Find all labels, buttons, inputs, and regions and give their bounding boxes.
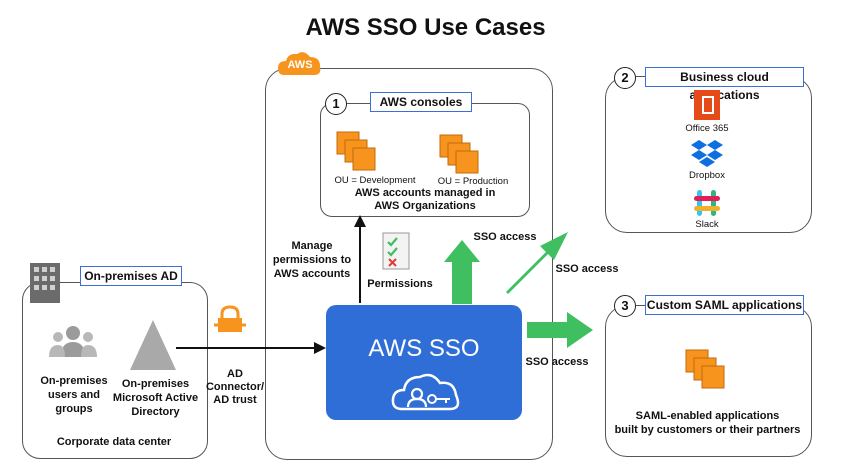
- ad-connector-icon: [214, 305, 246, 332]
- users-groups-icon: [49, 326, 97, 357]
- accounts-line2: AWS Organizations: [374, 200, 476, 212]
- onprem-box: [22, 282, 208, 459]
- onprem-ad-line1: On-premises: [121, 378, 190, 390]
- aws-consoles-number: 1: [325, 93, 347, 115]
- onprem-footer: Corporate data center: [56, 436, 172, 448]
- onprem-users-line3: groups: [55, 403, 93, 415]
- onprem-users-line1: On-premises: [40, 375, 108, 387]
- manage-line3: AWS accounts: [273, 268, 351, 280]
- sso-cloud-key-icon: [391, 373, 460, 411]
- saml-apps-label: Custom SAML applications: [645, 295, 804, 315]
- sso-access-label-2: SSO access: [555, 263, 619, 275]
- connector-line1: AD: [227, 368, 243, 380]
- business-apps-number: 2: [614, 67, 636, 89]
- ou-development-icon: [336, 131, 376, 171]
- ou-development-label: OU = Development: [334, 175, 416, 186]
- sso-up-arrow: [444, 240, 480, 304]
- saml-desc-line2: built by customers or their partners: [614, 424, 801, 436]
- ou-production-icon: [439, 134, 479, 174]
- building-icon: [30, 263, 60, 303]
- onprem-users-line2: users and: [48, 389, 100, 401]
- saml-apps-number: 3: [614, 295, 636, 317]
- sso-access-label-3: SSO access: [525, 356, 589, 368]
- aws-sso-box: AWS SSO: [326, 305, 522, 420]
- manage-arrow: [354, 215, 366, 303]
- aws-cloud-icon: [278, 52, 321, 75]
- page-title: AWS SSO Use Cases: [305, 14, 546, 41]
- ad-connector-arrow: [176, 342, 326, 354]
- sso-right-arrow: [527, 312, 593, 348]
- onprem-ad-line2: Microsoft Active: [112, 392, 199, 404]
- onprem-ad-label: On-premises AD: [80, 266, 182, 286]
- active-directory-icon: [130, 320, 176, 370]
- ou-production-label: OU = Production: [437, 176, 509, 187]
- sso-diagonal-arrow: [506, 232, 568, 294]
- saml-desc-line1: SAML-enabled applications: [635, 410, 780, 422]
- permissions-label: Permissions: [367, 278, 433, 290]
- connector-line3: AD trust: [213, 394, 257, 406]
- office365-icon: [694, 90, 720, 120]
- manage-line1: Manage: [291, 240, 333, 252]
- business-apps-label: Business cloud applications: [645, 67, 804, 102]
- sso-access-label-1: SSO access: [473, 231, 537, 243]
- saml-apps-icon: [685, 349, 725, 389]
- aws-cloud-tag: AWS: [287, 59, 313, 71]
- slack-label: Slack: [695, 219, 719, 230]
- dropbox-icon: [691, 140, 723, 167]
- office365-label: Office 365: [685, 123, 729, 134]
- aws-sso-label: AWS SSO: [368, 335, 480, 362]
- manage-line2: permissions to: [272, 254, 352, 266]
- slack-icon: [694, 190, 720, 216]
- accounts-line1: AWS accounts managed in: [354, 187, 496, 199]
- permissions-icon: [382, 232, 410, 270]
- aws-consoles-label: AWS consoles: [370, 92, 472, 112]
- connector-line2: Connector/: [205, 381, 265, 393]
- onprem-ad-line3: Directory: [131, 406, 180, 418]
- dropbox-label: Dropbox: [689, 170, 725, 181]
